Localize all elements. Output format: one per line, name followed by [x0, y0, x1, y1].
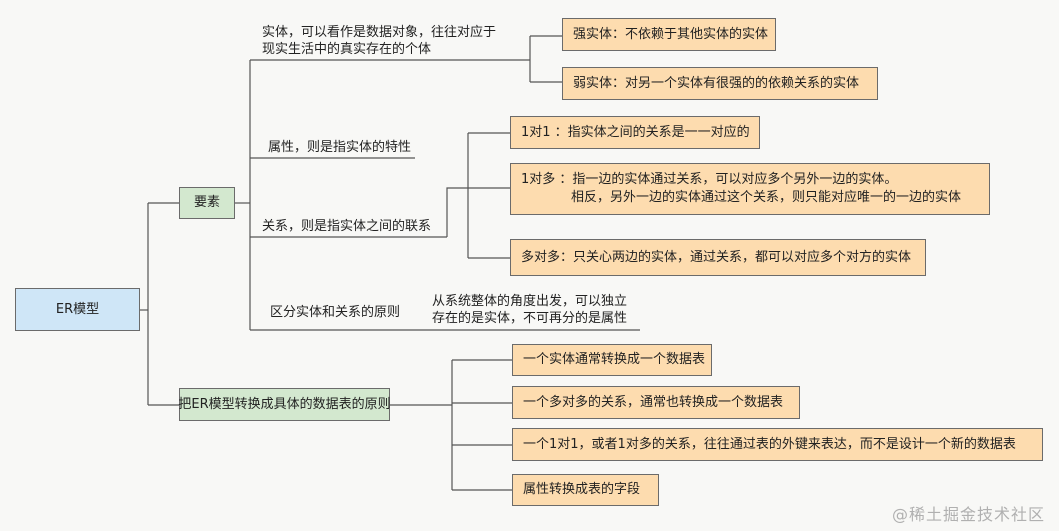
- one-to-many-line-1: 1对多 ：指一边的实体通过关系，可以对应多个另外一边的实体。: [521, 172, 898, 187]
- principle-line-1: 从系统整体的角度出发，可以独立: [432, 294, 628, 309]
- convert-item-3[interactable]: 一个1对1，或者1对多的关系，往往通过表的外键来表达，而不是设计一个新的数据表: [512, 428, 1043, 461]
- principle-description: 从系统整体的角度出发，可以独立 存在的是实体，不可再分的是属性: [432, 293, 627, 327]
- elements-node[interactable]: 要素: [179, 187, 235, 219]
- convert-item-2[interactable]: 一个多对多的关系，通常也转换成一个数据表: [512, 386, 800, 419]
- principle-line-2: 存在的是实体，不可再分的是属性: [432, 311, 628, 326]
- entity-line-1: 实体，可以看作是数据对象，往往对应于: [262, 25, 497, 40]
- watermark: @稀土掘金技术社区: [891, 505, 1045, 524]
- one-to-one-node[interactable]: 1对1 ：指实体之间的关系是一一对应的: [510, 116, 760, 149]
- root-node[interactable]: ER模型: [15, 288, 140, 331]
- one-to-many-node[interactable]: 1对多 ：指一边的实体通过关系，可以对应多个另外一边的实体。 相反，另外一边的实…: [510, 163, 990, 215]
- relation-label: 关系，则是指实体之间的联系: [262, 219, 432, 234]
- attribute-label: 属性，则是指实体的特性: [268, 140, 412, 155]
- many-to-many-node[interactable]: 多对多：只关心两边的实体，通过关系，都可以对应多个对方的实体: [510, 239, 926, 276]
- one-to-many-line-2: 相反，另外一边的实体通过这个关系，则只能对应唯一的一边的实体: [571, 190, 962, 205]
- entity-line-2: 现实生活中的真实存在的个体: [262, 42, 432, 57]
- entity-description: 实体，可以看作是数据对象，往往对应于 现实生活中的真实存在的个体: [262, 24, 496, 58]
- weak-entity-node[interactable]: 弱实体：对另一个实体有很强的的依赖关系的实体: [562, 67, 878, 100]
- strong-entity-node[interactable]: 强实体：不依赖于其他实体的实体: [562, 18, 776, 51]
- convert-item-4[interactable]: 属性转换成表的字段: [512, 474, 659, 506]
- principle-label: 区分实体和关系的原则: [270, 305, 401, 320]
- convert-node[interactable]: 把ER模型转换成具体的数据表的原则: [178, 388, 391, 421]
- convert-item-1[interactable]: 一个实体通常转换成一个数据表: [512, 344, 712, 376]
